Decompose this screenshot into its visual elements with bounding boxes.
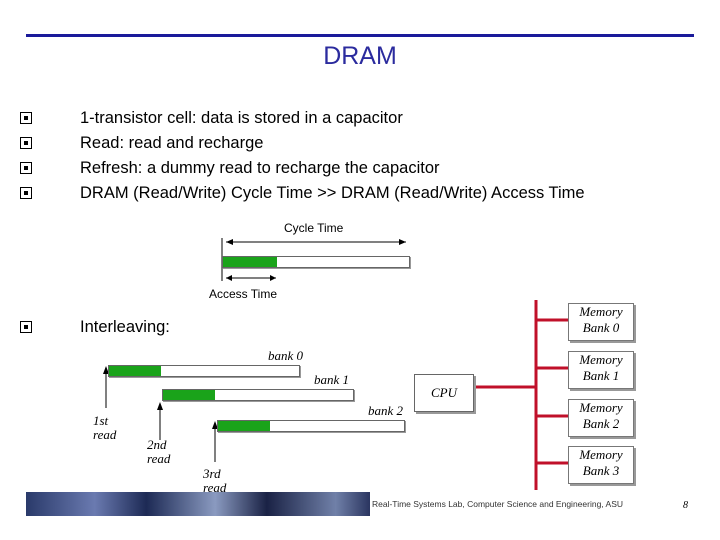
bank0-label: bank 0 xyxy=(268,348,304,363)
cycle-arrow-right-head xyxy=(399,239,406,245)
read2-arrow-head xyxy=(157,402,163,410)
interleaving-bullet: Interleaving: xyxy=(20,315,170,340)
cpu-box: CPU xyxy=(414,374,474,412)
bank1-access-fill xyxy=(163,390,215,400)
bullet-box-icon xyxy=(20,137,32,149)
read3-arrow-head xyxy=(212,421,218,429)
cycle-time-label: Cycle Time xyxy=(284,221,344,235)
bank0-access-fill xyxy=(109,366,161,376)
memory-bank-0: Memory Bank 0 xyxy=(568,303,634,341)
bank2-access-fill xyxy=(218,421,270,431)
read2-label: 2nd read xyxy=(147,437,171,466)
bullet-item: Refresh: a dummy read to recharge the ca… xyxy=(20,156,585,181)
memory-bank-1: Memory Bank 1 xyxy=(568,351,634,389)
access-arrow-left-head xyxy=(226,275,232,281)
cycle-bar xyxy=(222,256,410,268)
bullet-list: 1-transistor cell: data is stored in a c… xyxy=(20,106,585,206)
read1-arrow-head xyxy=(103,366,109,374)
bullet-box-icon xyxy=(20,112,32,124)
bank1-bar xyxy=(162,389,354,401)
bullet-box-icon xyxy=(20,321,32,333)
access-fill xyxy=(223,257,277,267)
cycle-arrow-left-head xyxy=(226,239,233,245)
bank1-label: bank 1 xyxy=(314,372,350,387)
bullet-box-icon xyxy=(20,187,32,199)
bullet-item: Read: read and recharge xyxy=(20,131,585,156)
access-time-label: Access Time xyxy=(209,287,278,301)
page-number: 8 xyxy=(683,500,688,511)
memory-bank-3: Memory Bank 3 xyxy=(568,446,634,484)
bank0-bar xyxy=(108,365,300,377)
slide-title: DRAM xyxy=(323,42,397,70)
footer-image-strip xyxy=(26,492,370,516)
bank2-bar xyxy=(217,420,405,432)
read3-label: 3rd read xyxy=(203,466,227,495)
title-rule xyxy=(26,34,694,37)
bank2-label: bank 2 xyxy=(368,403,404,418)
access-arrow-right-head xyxy=(270,275,276,281)
read1-label: 1st read xyxy=(93,413,117,442)
footer-text: Real-Time Systems Lab, Computer Science … xyxy=(372,499,624,509)
bullet-item: 1-transistor cell: data is stored in a c… xyxy=(20,106,585,131)
bullet-box-icon xyxy=(20,162,32,174)
memory-bank-2: Memory Bank 2 xyxy=(568,399,634,437)
bullet-item: DRAM (Read/Write) Cycle Time >> DRAM (Re… xyxy=(20,181,585,206)
